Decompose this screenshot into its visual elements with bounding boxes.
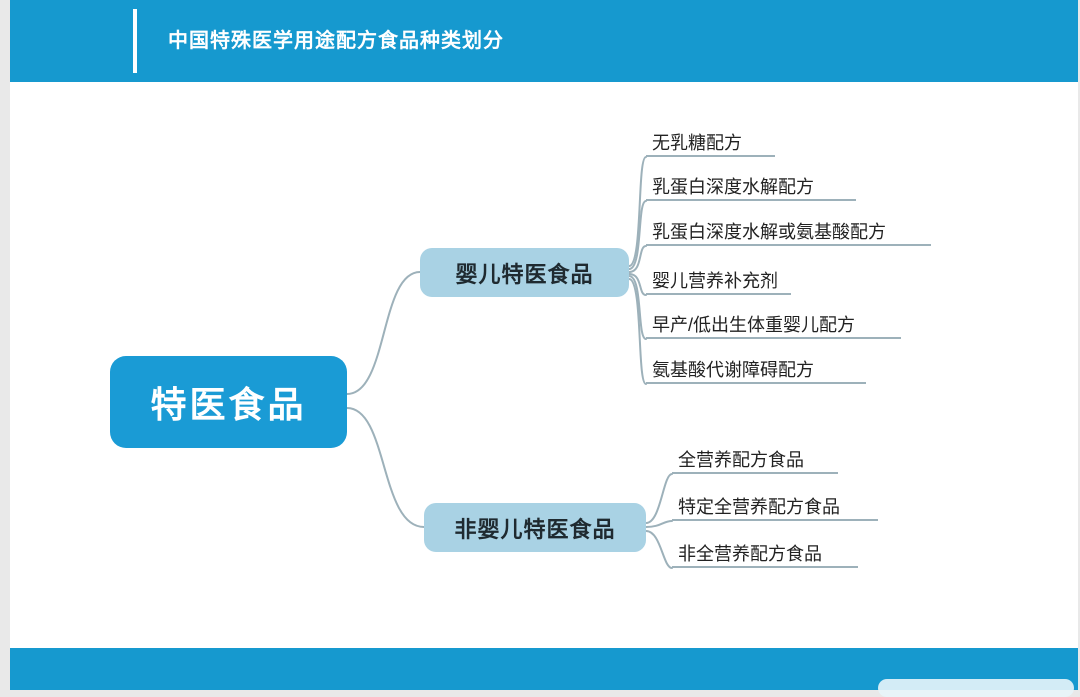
header-bar: 中国特殊医学用途配方食品种类划分 [10,0,1078,82]
leaf-node: 全营养配方食品 [672,448,838,474]
root-node: 特医食品 [110,356,347,448]
header-accent-line [133,9,137,73]
leaf-node: 乳蛋白深度水解或氨基酸配方 [646,220,931,246]
leaf-node: 婴儿营养补充剂 [646,269,791,295]
footer-watermark-card [878,679,1074,697]
page-title: 中国特殊医学用途配方食品种类划分 [168,30,504,52]
branch-node-non-infant: 非婴儿特医食品 [424,503,646,552]
leaf-node: 非全营养配方食品 [672,542,858,568]
leaf-node: 氨基酸代谢障碍配方 [646,358,866,384]
leaf-node: 早产/低出生体重婴儿配方 [646,313,901,339]
branch-node-infant: 婴儿特医食品 [420,248,629,297]
leaf-node: 无乳糖配方 [646,131,775,157]
leaf-node: 乳蛋白深度水解配方 [646,175,856,201]
leaf-node: 特定全营养配方食品 [672,495,878,521]
